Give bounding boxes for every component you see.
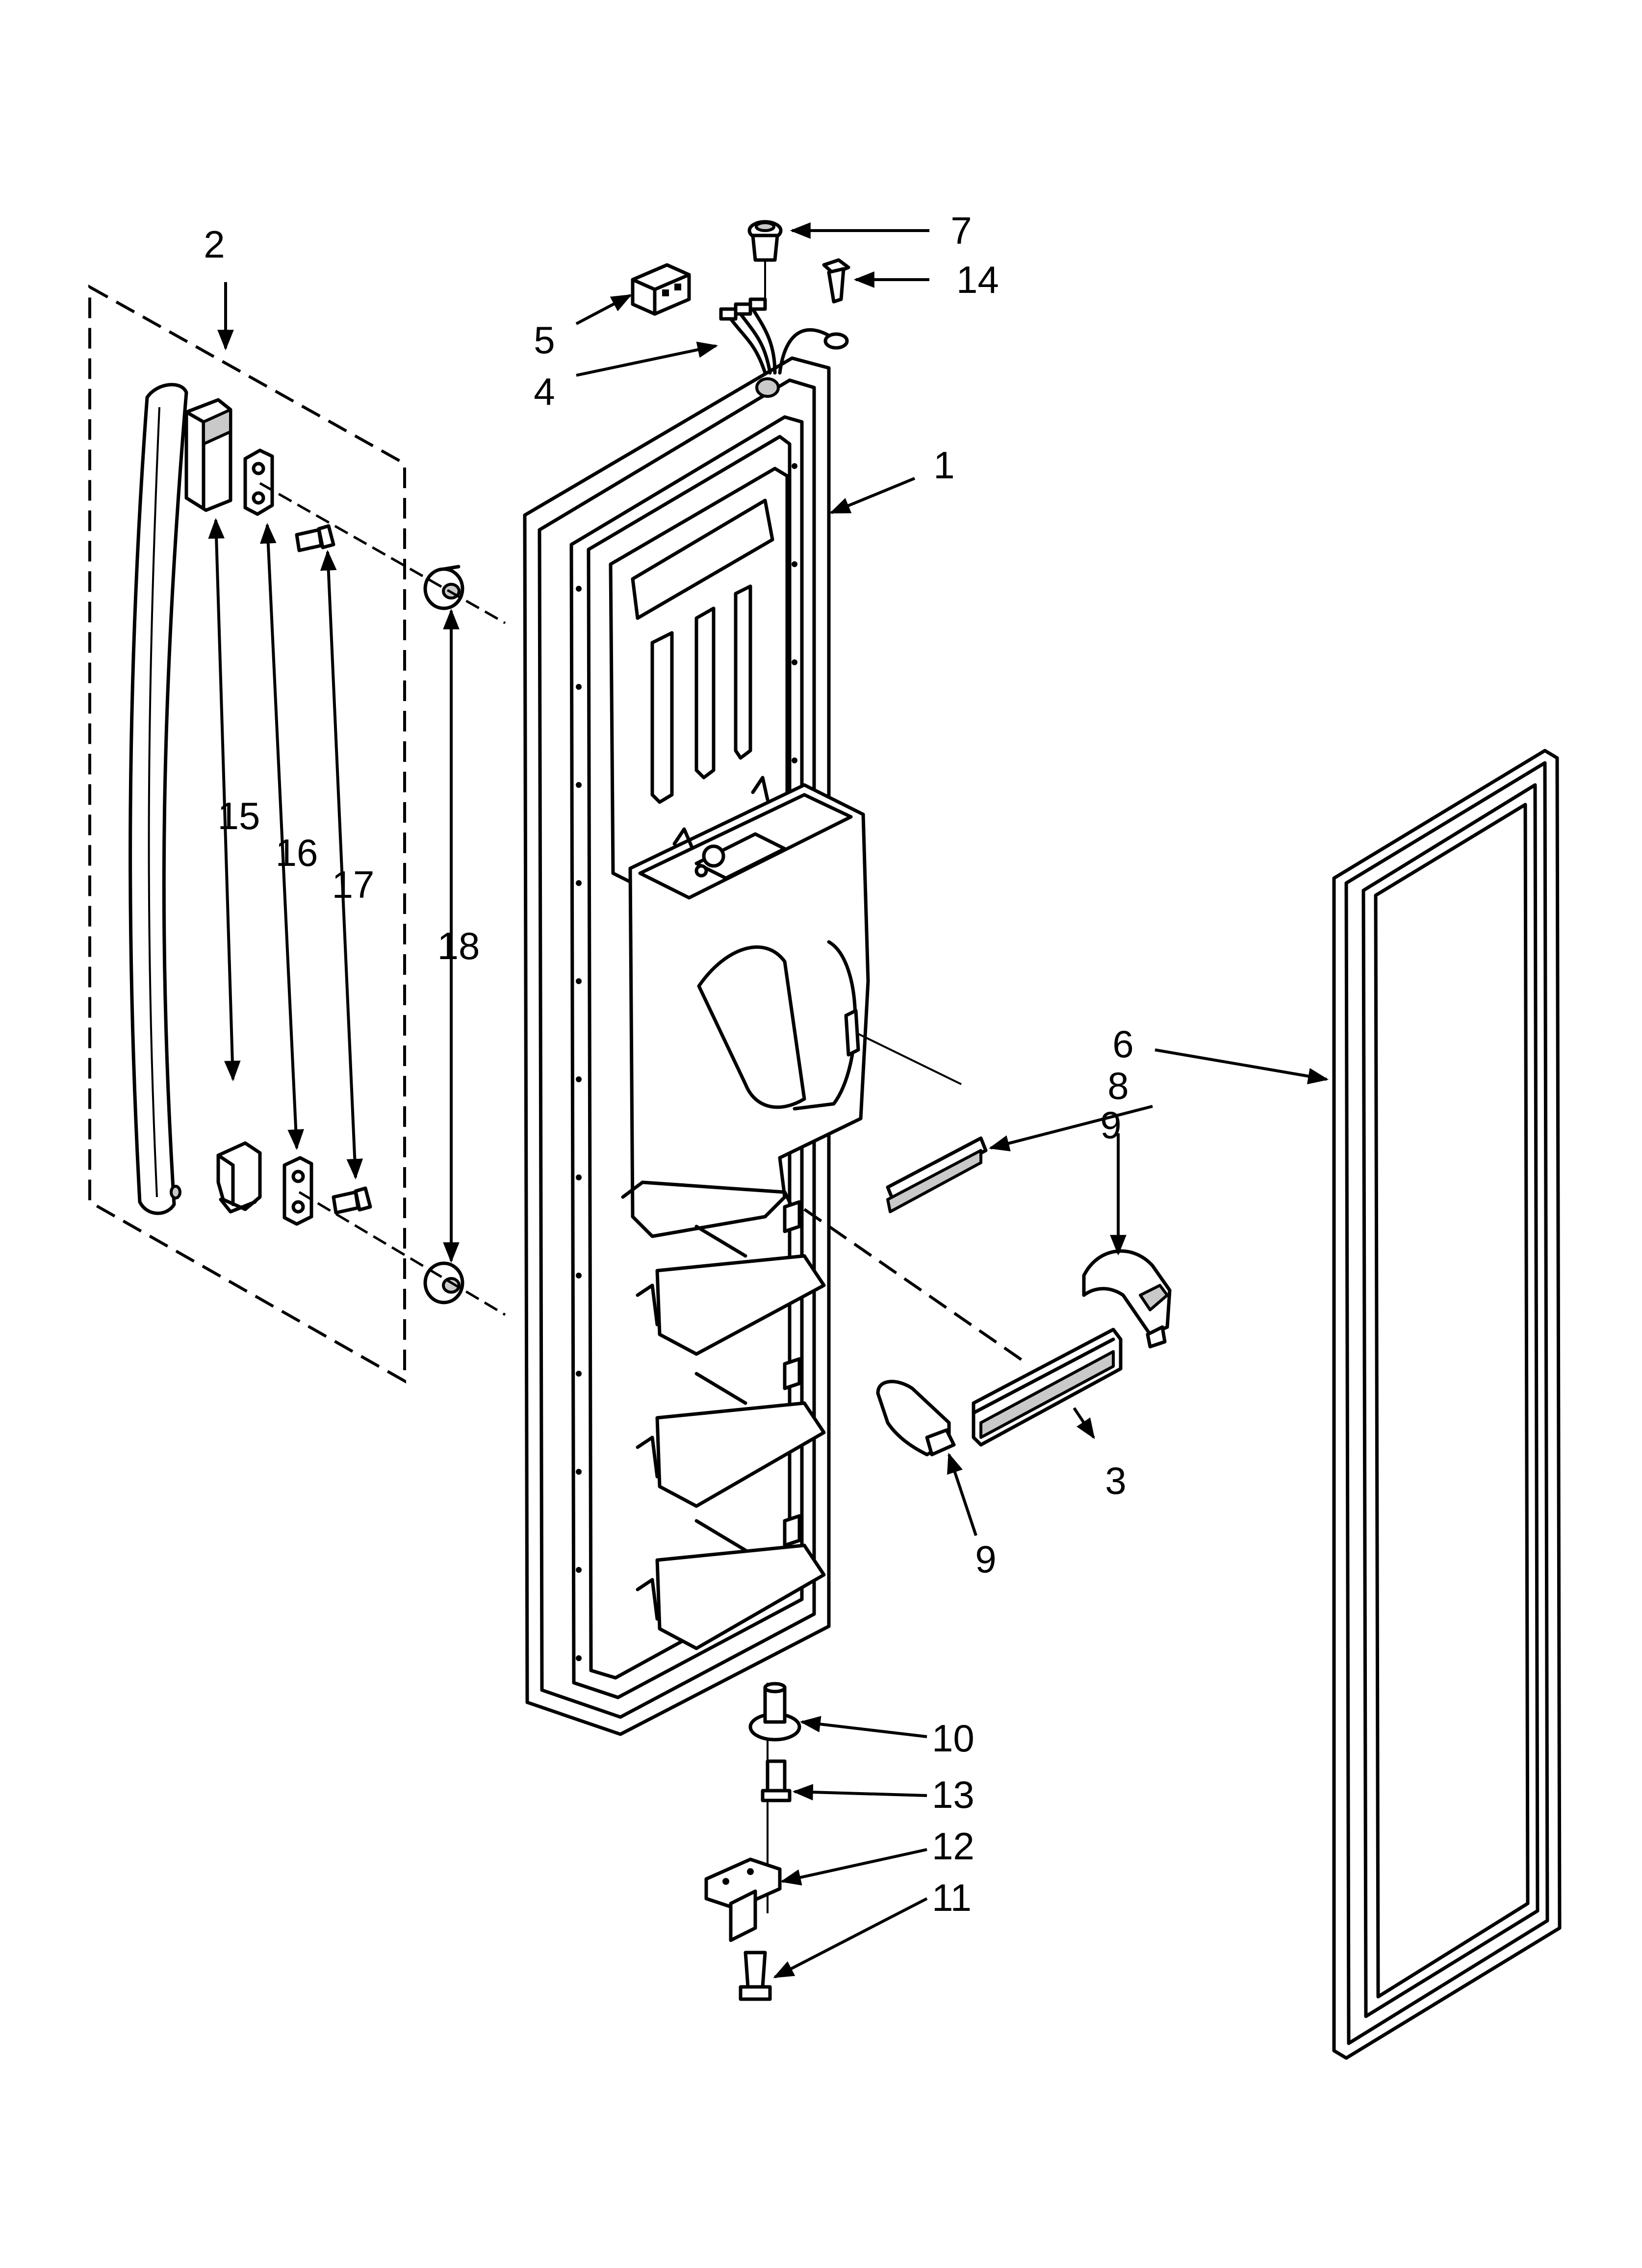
trim-strip-guide-line <box>855 1032 962 1085</box>
callout-3: 3 <box>1105 1459 1126 1502</box>
callout-9-upper: 9 <box>1100 1103 1121 1147</box>
shelf-rail-part <box>972 1328 1123 1447</box>
callout-8: 8 <box>1107 1064 1129 1107</box>
leader-arrows <box>208 222 1329 1979</box>
upper-handle-bracket <box>243 448 274 516</box>
handle-part <box>128 383 188 1215</box>
callout-15: 15 <box>218 794 260 837</box>
upper-mounting-stud <box>423 565 464 610</box>
upper-bracket-screw <box>295 524 335 552</box>
lower-alignment-line <box>298 1191 506 1316</box>
door-gasket-part <box>1332 749 1562 2060</box>
callout-1: 1 <box>933 443 954 487</box>
callout-14: 14 <box>956 258 999 301</box>
callout-18: 18 <box>437 924 480 967</box>
switch-button-part <box>747 220 783 299</box>
callout-16: 16 <box>276 831 318 874</box>
hinge-bracket-part <box>704 1857 782 1942</box>
wiring-harness-part <box>719 297 849 375</box>
callout-labels: 2 7 14 5 4 1 15 16 17 18 6 8 9 3 9 10 13… <box>204 209 1133 1919</box>
upper-retainer-clip-part <box>1082 1249 1172 1349</box>
handle-group-dashed-boundary <box>88 284 406 1384</box>
hinge-screw-part <box>761 1759 792 1802</box>
upper-alignment-line <box>259 482 506 625</box>
lower-bracket-screw <box>332 1186 372 1215</box>
callout-6: 6 <box>1112 1022 1133 1066</box>
bracket-screw-part <box>739 1951 772 2001</box>
door-gasket-dots <box>576 463 797 1661</box>
callout-10: 10 <box>932 1717 975 1760</box>
callout-17: 17 <box>332 863 375 906</box>
handle-assembly-group <box>88 284 506 1384</box>
wire-connector-part <box>631 263 691 316</box>
lower-retainer-clip-part <box>876 1380 956 1457</box>
callout-7: 7 <box>950 209 972 252</box>
lower-handle-end-cap <box>216 1141 262 1214</box>
callout-5: 5 <box>534 318 555 362</box>
callout-11: 11 <box>932 1876 972 1919</box>
ground-screw-part <box>822 258 850 304</box>
lower-handle-bracket <box>282 1156 313 1226</box>
callout-2: 2 <box>204 223 225 266</box>
hinge-pin-part <box>748 1682 801 1742</box>
callout-12: 12 <box>932 1825 975 1868</box>
callout-4: 4 <box>534 370 555 413</box>
door-part <box>523 356 870 1736</box>
callout-9-lower: 9 <box>975 1538 996 1581</box>
trim-strip-part <box>886 1136 988 1213</box>
upper-handle-end-cap <box>184 398 232 512</box>
shelf-rail-alignment-line <box>803 1208 1028 1365</box>
callout-13: 13 <box>932 1773 975 1816</box>
